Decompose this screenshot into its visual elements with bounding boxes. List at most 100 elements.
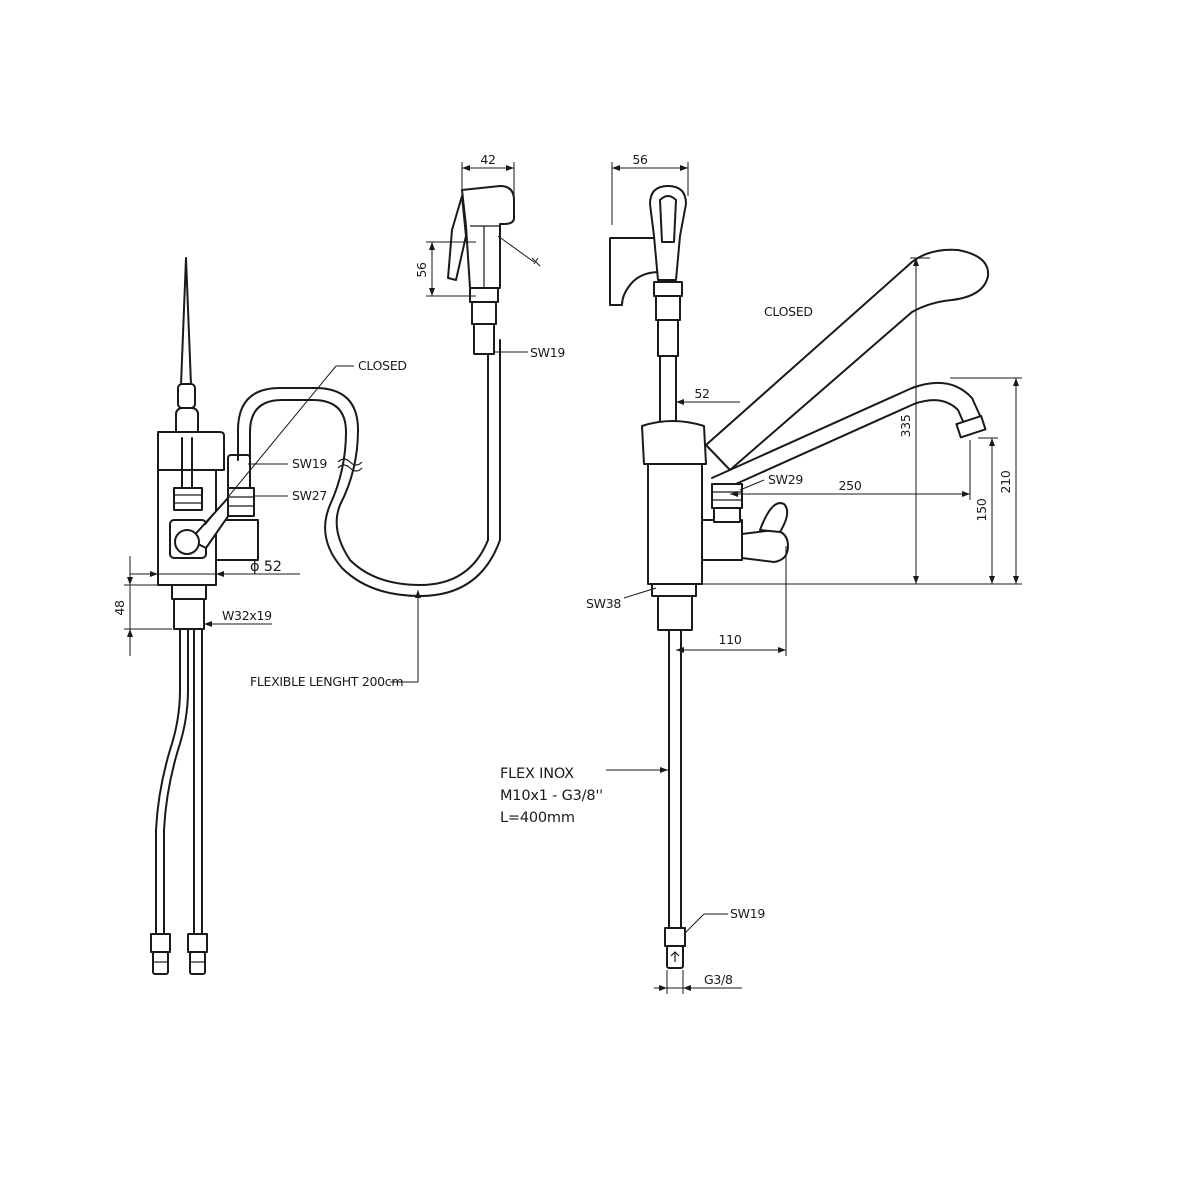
bottom-sw19-leader (683, 913, 705, 935)
hose-outer (237, 339, 489, 586)
spray-dim42-label: 42 (480, 152, 495, 167)
bottom-sw19-label: SW19 (730, 906, 765, 921)
dim48-label: 48 (112, 600, 127, 616)
spray-head-nut (471, 301, 497, 325)
right-valve-tip (759, 502, 789, 533)
left-shank (173, 598, 205, 630)
left-spike (180, 257, 192, 386)
spray-dim56-arrow-1 (429, 242, 435, 250)
spray-dim42-arrow-1 (462, 165, 470, 171)
right-valve-ring (713, 507, 741, 523)
thread-label: W32x19 (222, 608, 272, 623)
left-fitting-1 (150, 933, 171, 953)
dim110-arrow-1 (676, 647, 684, 653)
flexible-length-label: FLEXIBLE LENGHT 200cm (250, 674, 403, 689)
left-hex-nut (173, 487, 203, 511)
dim48-arrow-1 (127, 577, 133, 585)
dimensions (124, 162, 1022, 994)
right-dim56-arrow-2 (680, 165, 688, 171)
left-supply-hose-1-edge (163, 628, 189, 936)
g38-label: G3/8 (704, 972, 733, 987)
dim150-label: 150 (974, 498, 989, 521)
sw29-label: SW29 (768, 472, 803, 487)
dim210-arrow-1 (1013, 378, 1019, 386)
right-dim56-label: 56 (632, 152, 648, 167)
spray-trigger (447, 195, 467, 281)
right-spray-head (649, 185, 687, 281)
spray-small-tick (531, 257, 541, 267)
dim110-label: 110 (719, 632, 742, 647)
spray-dim42-arrow-2 (506, 165, 514, 171)
right-faucet-view (609, 185, 990, 969)
right-shank (657, 595, 693, 631)
left-supply-hose-1 (155, 628, 181, 936)
right-valve-nut (711, 483, 743, 509)
right-spray-neck (657, 319, 679, 357)
sw29-leader (739, 479, 765, 491)
left-bottom-nut (171, 584, 207, 600)
right-dim52-arrow (676, 399, 684, 405)
spray-dim56-arrow-2 (429, 288, 435, 296)
right-side-outlet (701, 519, 743, 561)
left-fitting-1-tail (152, 951, 169, 975)
dim110-arrow-2 (778, 647, 786, 653)
flexible-hose (237, 339, 501, 597)
dim335-arrow-2 (913, 576, 919, 584)
left-closed-leader (204, 365, 337, 526)
g38-arrow-2 (683, 985, 691, 991)
sw38-leader (623, 587, 657, 599)
spray-dim56-label: 56 (414, 262, 429, 278)
left-fitting-2-tail (189, 951, 206, 975)
hose-break-mark-2 (337, 464, 363, 472)
spout-nozzle (955, 415, 987, 439)
right-bottom-fitting (664, 927, 686, 947)
left-dia-arrow-2 (216, 571, 224, 577)
flex-inox-arrow (660, 767, 668, 773)
left-sw27-label: SW27 (292, 488, 327, 503)
hose-inner (249, 339, 501, 597)
long-lever (705, 248, 990, 471)
spray-head-body (461, 185, 515, 289)
spray-head (447, 185, 541, 355)
left-faucet-view (150, 257, 259, 975)
right-spray-ring (653, 281, 683, 297)
spout-inner (717, 399, 967, 493)
right-bottom-arrow-mark (670, 951, 680, 962)
dim150-arrow-1 (989, 438, 995, 446)
flex-inox-line-3: L=400mm (500, 810, 575, 826)
left-fitting-2 (187, 933, 208, 953)
spray-head-neck (473, 323, 495, 355)
left-hose-nut (227, 487, 255, 517)
dim250-arrow-2 (962, 491, 970, 497)
hose-break-mark (337, 458, 363, 466)
wall-bracket (609, 237, 661, 306)
left-closed-label: CLOSED (358, 358, 407, 373)
thread-arrow (204, 621, 212, 627)
dim250-arrow-1 (730, 491, 738, 497)
right-dim56-arrow-1 (612, 165, 620, 171)
dim48-arrow-2 (127, 629, 133, 637)
flex-inox-line-2: M10x1 - G3/8'' (500, 788, 603, 804)
dim335-label: 335 (898, 415, 913, 438)
flex-arrow (415, 590, 421, 598)
dim210-arrow-2 (1013, 576, 1019, 584)
spray-sw19-label: SW19 (530, 345, 565, 360)
dim250-label: 250 (839, 478, 862, 493)
dim150-arrow-2 (989, 576, 995, 584)
g38-arrow-1 (659, 985, 667, 991)
right-body (647, 463, 703, 585)
left-dia-arrow-1 (150, 571, 158, 577)
right-valve-handle (741, 529, 789, 563)
right-bottom-nut (651, 583, 697, 597)
diameter-label: ϕ 52 (250, 559, 282, 575)
spray-small-arrow (497, 235, 535, 263)
left-side-outlet (215, 519, 259, 561)
spout-outer (711, 381, 983, 479)
left-spike-collar (177, 383, 196, 409)
left-sw19-label: SW19 (292, 456, 327, 471)
right-spray-nut (655, 295, 681, 321)
right-dim52-label: 52 (694, 386, 709, 401)
dim210-label: 210 (998, 470, 1013, 493)
spray-head-ring (469, 287, 499, 303)
